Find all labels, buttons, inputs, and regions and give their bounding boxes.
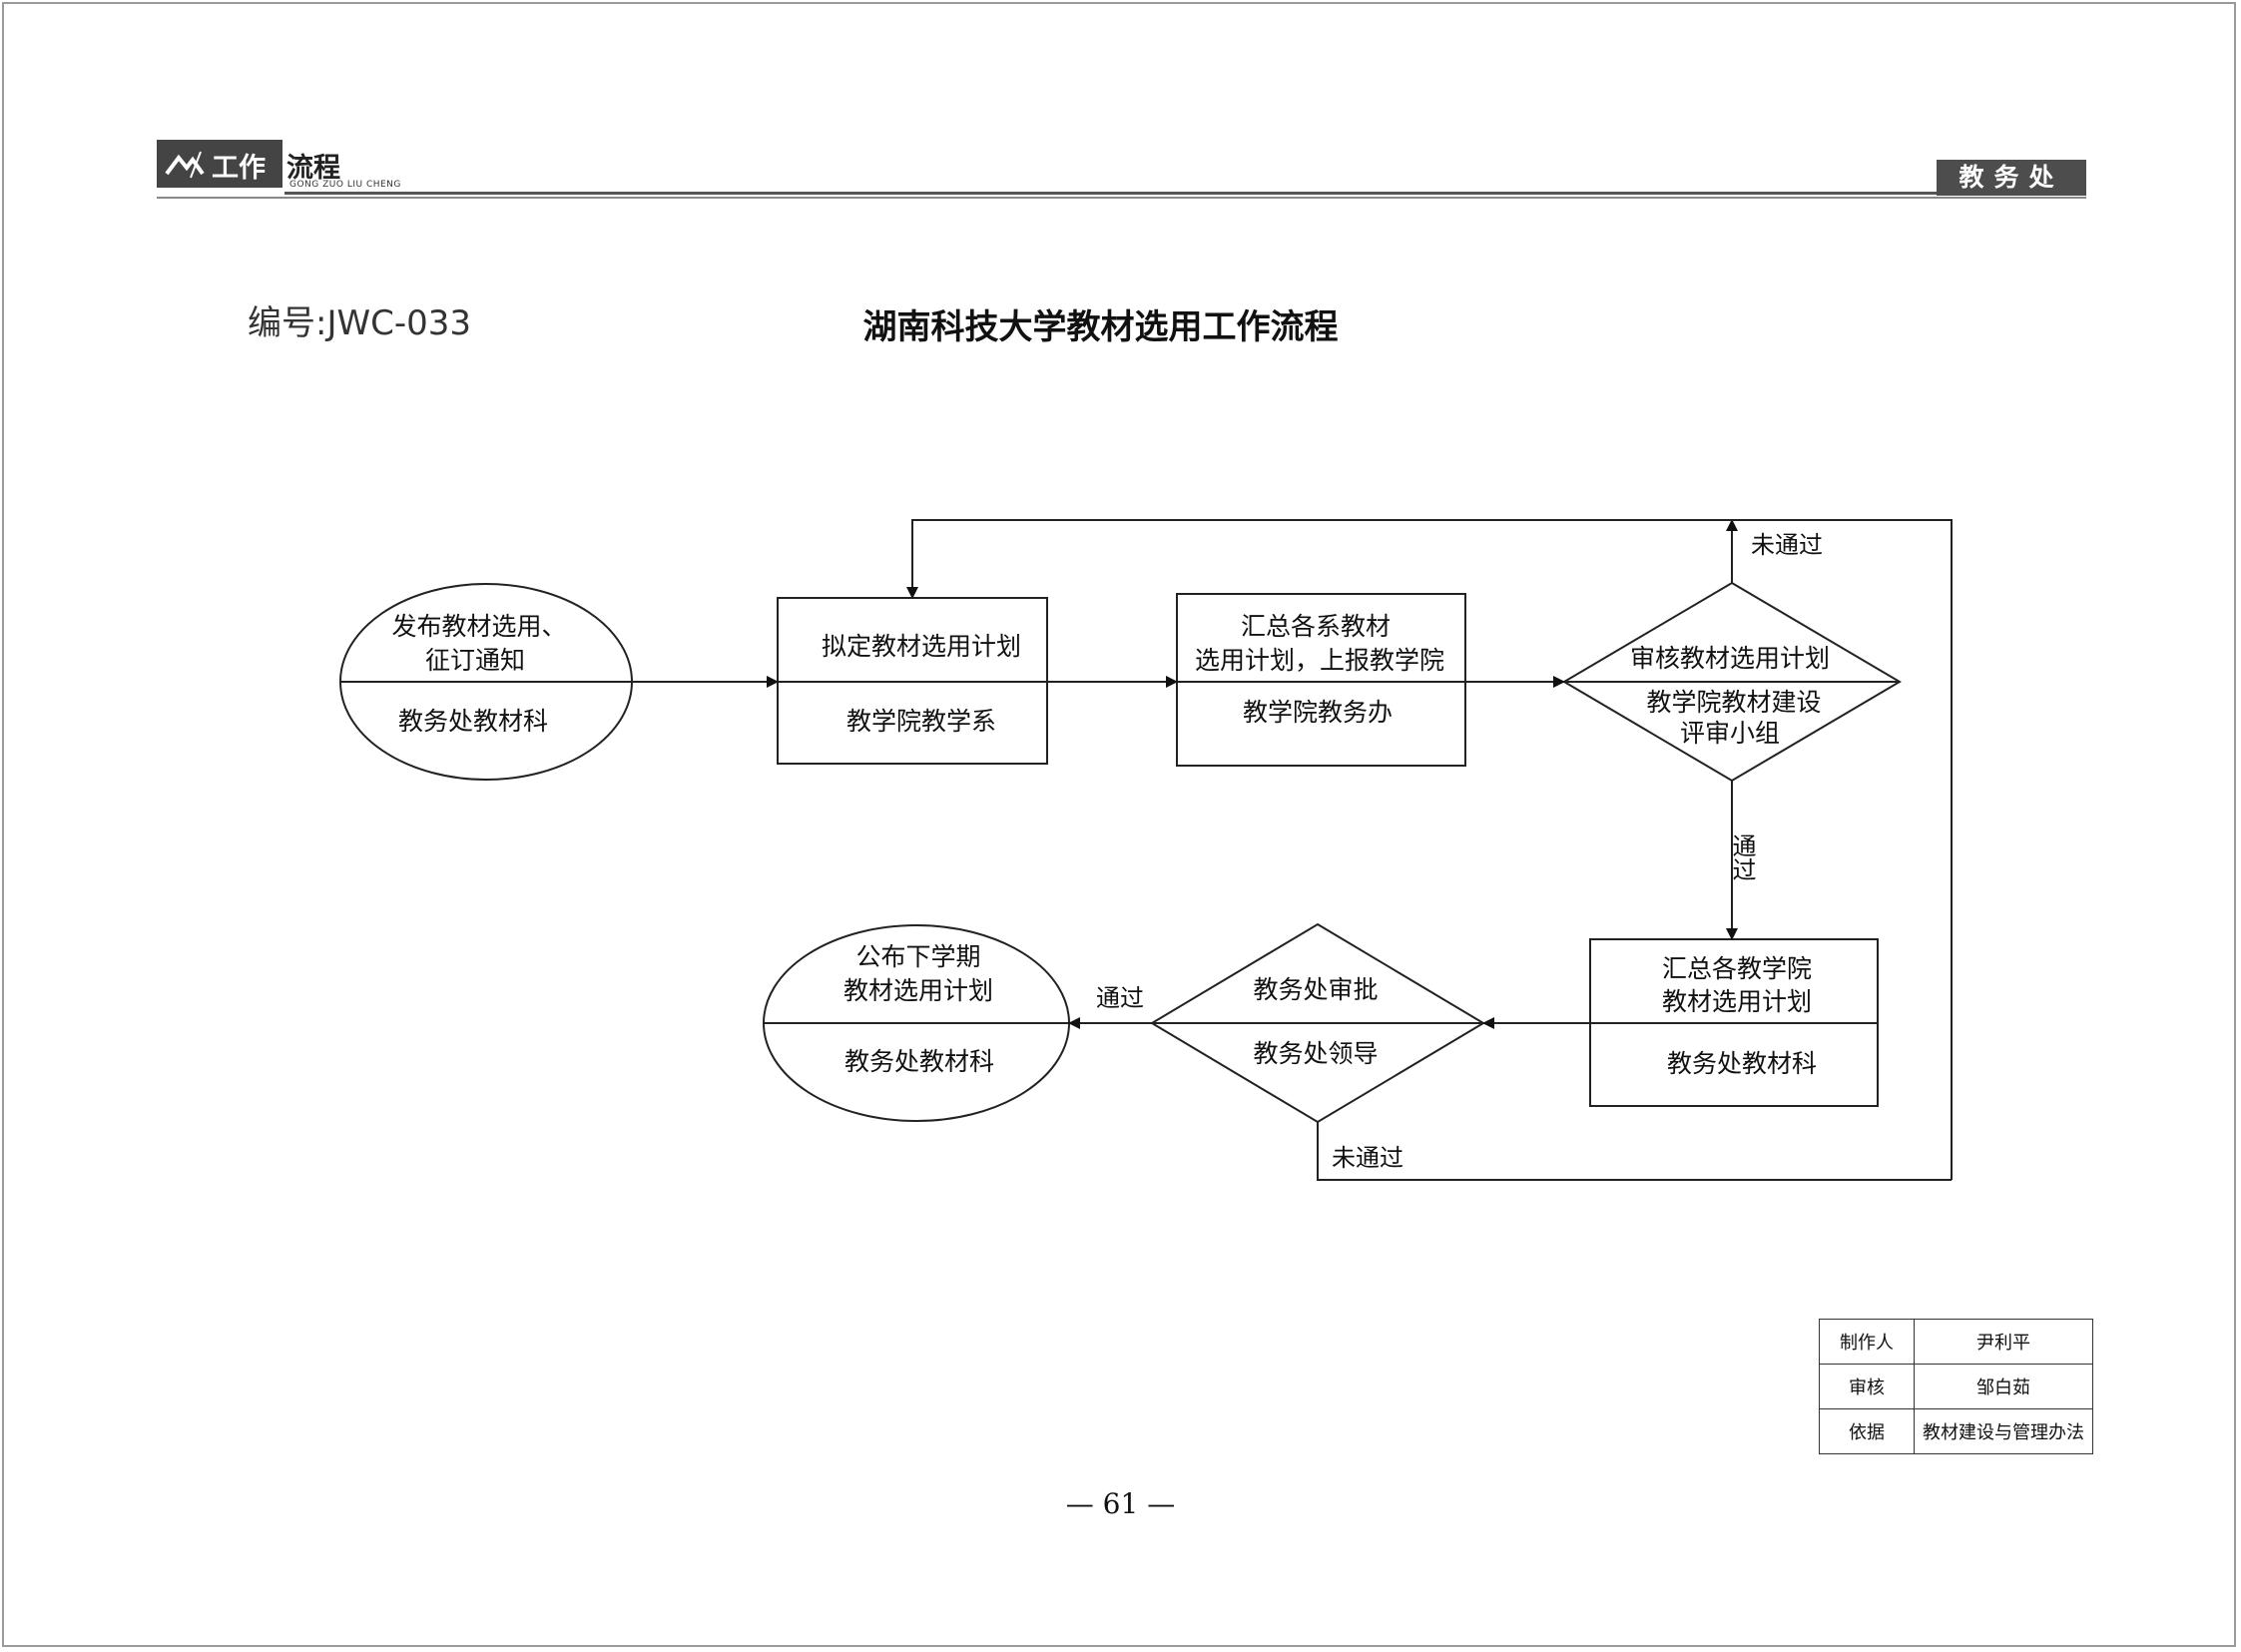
node-publish-notice-line-2: 征订通知 — [425, 646, 525, 675]
mountain-logo-icon — [165, 151, 205, 179]
node-draft-plan-owner: 教学院教学系 — [846, 707, 996, 736]
logo-sub-text: GONG ZUO LIU CHENG — [289, 180, 401, 190]
edge-review-loop-back — [906, 519, 1953, 1180]
logo-main-text: 流程 — [286, 153, 340, 184]
document-title: 湖南科技大学教材选用工作流程 — [862, 307, 1339, 347]
logo-prefix-text: 工作 — [212, 153, 266, 184]
header-rule — [284, 192, 2086, 195]
meta-key: 依据 — [1819, 1408, 1915, 1454]
edge-label-review-pass: 通过 — [1728, 833, 1756, 881]
node-review-plan-owner-line-2: 评审小组 — [1680, 719, 1780, 748]
node-review-plan-owner-line-1: 教学院教材建设 — [1646, 688, 1821, 717]
edge-approve-fail — [1317, 1122, 1952, 1181]
department-badge: 教务处 — [1937, 160, 2086, 196]
node-announce-plan-line-2: 教材选用计划 — [843, 976, 993, 1005]
node-summarize-departments-owner: 教学院教务办 — [1243, 698, 1393, 727]
header-logo — [157, 140, 282, 188]
node-announce-plan-line-1: 公布下学期 — [855, 942, 980, 971]
node-approve-owner: 教务处领导 — [1253, 1039, 1378, 1068]
node-publish-notice-line-1: 发布教材选用、 — [391, 612, 566, 641]
meta-key: 审核 — [1819, 1364, 1915, 1409]
page-number: — 61 — — [1065, 1487, 1176, 1520]
document-title-wrap: 湖南科技大学教材选用工作流程 — [0, 299, 2241, 348]
node-draft-plan-line-1: 拟定教材选用计划 — [822, 632, 1021, 661]
node-summarize-colleges-line-1: 汇总各教学院 — [1662, 954, 1812, 983]
node-summarize-departments-line-1: 汇总各系教材 — [1241, 612, 1391, 641]
node-summarize-departments-line-2: 选用计划，上报教学院 — [1195, 646, 1444, 675]
document-meta-table: 制作人 尹利平 审核 邹白茹 依据 教材建设与管理办法 — [1819, 1319, 2093, 1454]
node-publish-notice-owner: 教务处教材科 — [398, 707, 548, 736]
meta-value: 邹白茹 — [1914, 1364, 2093, 1409]
meta-key: 制作人 — [1819, 1319, 1915, 1365]
node-announce-plan-owner: 教务处教材科 — [844, 1047, 994, 1076]
table-row: 依据 教材建设与管理办法 — [1819, 1408, 2093, 1454]
edge-label-approve-fail: 未通过 — [1332, 1144, 1403, 1172]
node-approve-line-1: 教务处审批 — [1253, 975, 1378, 1004]
meta-value: 尹利平 — [1914, 1319, 2093, 1365]
node-review-plan-line-1: 审核教材选用计划 — [1630, 644, 1830, 673]
header-rule-thin — [157, 197, 2086, 199]
table-row: 审核 邹白茹 — [1819, 1364, 2093, 1409]
node-summarize-colleges-line-2: 教材选用计划 — [1662, 987, 1812, 1016]
meta-value: 教材建设与管理办法 — [1914, 1408, 2093, 1454]
edge-label-approve-pass: 通过 — [1096, 984, 1144, 1012]
edge-label-review-fail: 未通过 — [1751, 531, 1823, 559]
table-row: 制作人 尹利平 — [1819, 1319, 2093, 1365]
document-number: 编号:JWC-033 — [248, 303, 472, 343]
node-summarize-colleges-owner: 教务处教材科 — [1667, 1049, 1817, 1078]
